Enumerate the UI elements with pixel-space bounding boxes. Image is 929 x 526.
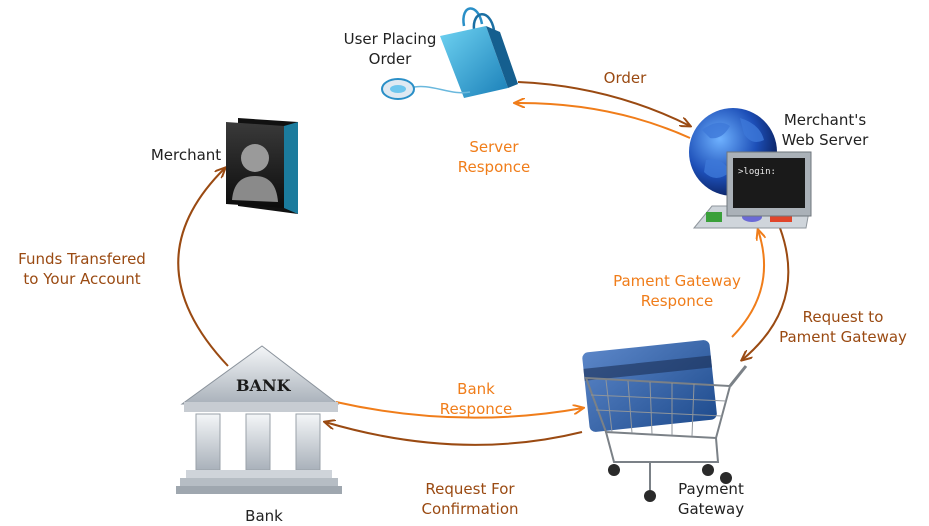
shopping-bag-and-mouse-icon [381,7,518,100]
gateway-response-label: Pament Gateway Responce [613,272,741,310]
server-response-arrow [515,103,691,139]
server-response-label: Server Responce [457,138,531,176]
order-arrow [517,81,690,126]
gateway-response-arrow [731,230,764,338]
request-confirmation-label: Request For Confirmation [421,480,519,518]
console-text: >login: [738,167,776,177]
funds-transferred-arrow [177,168,229,367]
bank-building-icon: BANK [176,345,342,494]
request-gateway-label: Request to Pament Gateway [779,308,907,346]
funds-transferred-label: Funds Transfered to Your Account [18,250,146,288]
bank-label: Bank [245,507,283,525]
web-server-label: Merchant's Web Server [781,111,869,149]
payment-gateway-label: Payment Gateway [677,480,745,518]
user-folder-icon [226,118,298,214]
bank-sign-text: BANK [236,376,292,395]
order-label: Order [603,69,647,87]
request-gateway-arrow [742,227,790,360]
shopping-cart-credit-card-icon [582,340,748,502]
request-confirmation-arrow [325,422,583,446]
user-label: User Placing Order [343,30,437,68]
merchant-label: Merchant [150,146,222,164]
bank-response-label: Bank Responce [439,380,513,418]
bank-response-arrow [335,401,583,419]
globe-computer-icon: >login: [689,108,812,229]
